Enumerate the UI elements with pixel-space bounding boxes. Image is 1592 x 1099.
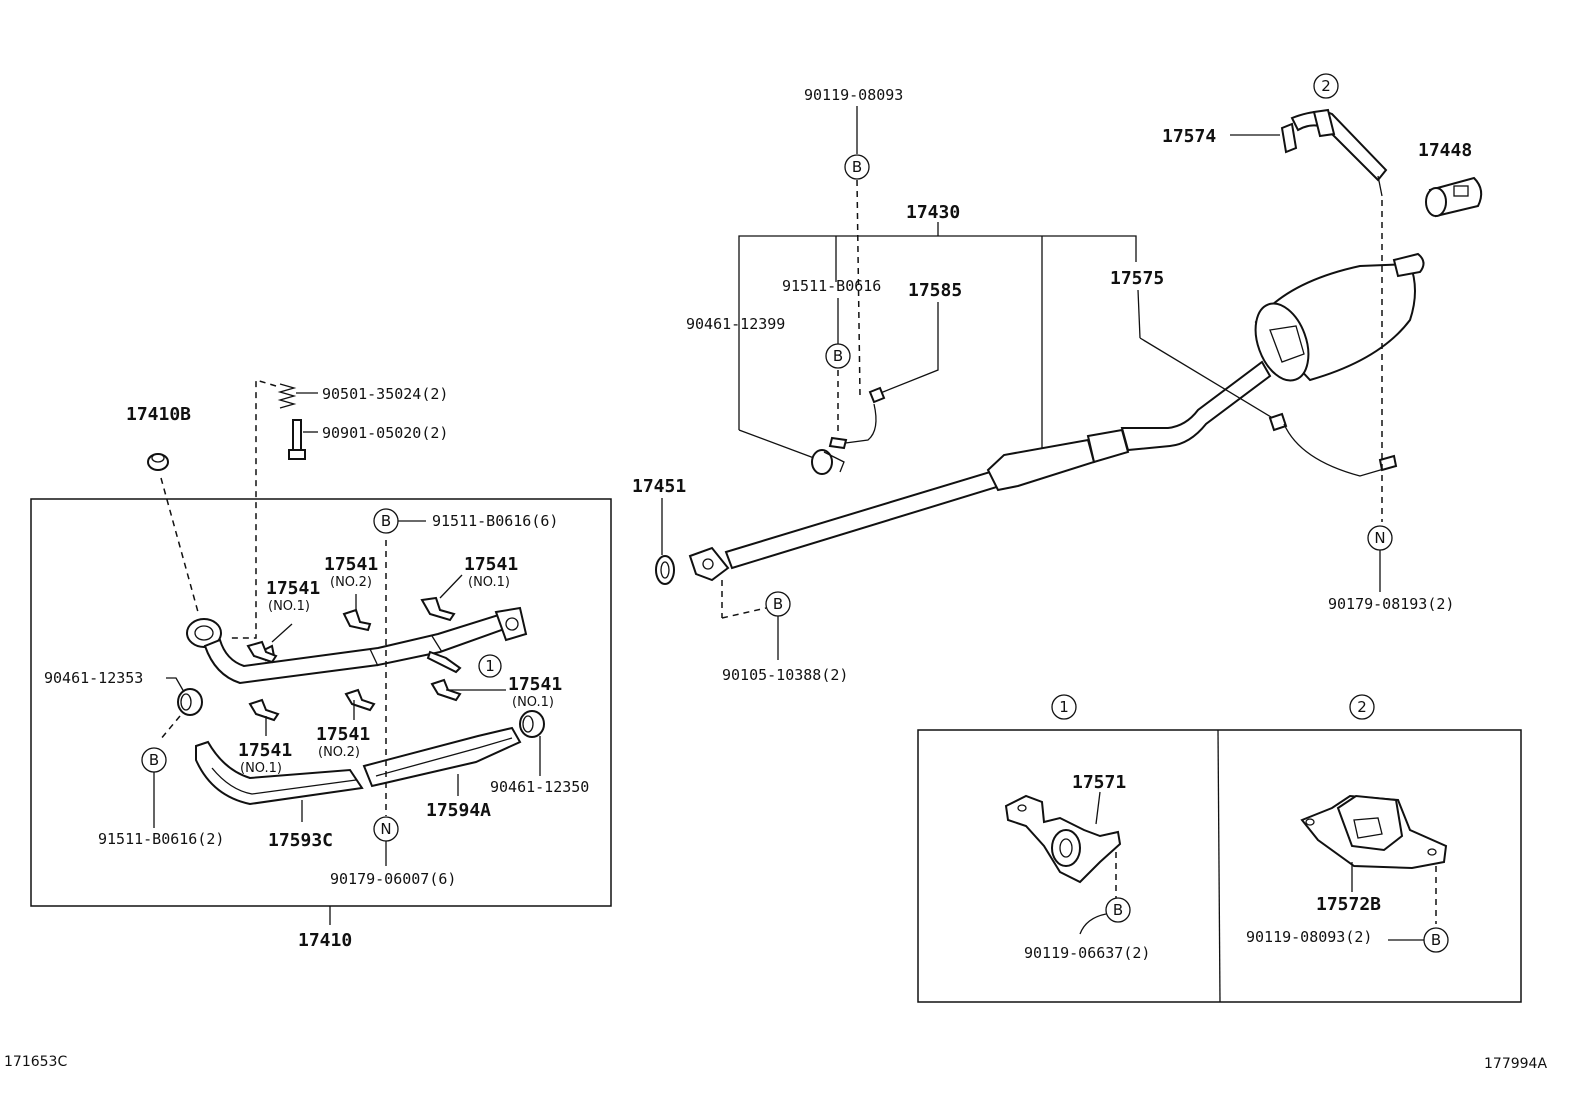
label-17451: 17451	[632, 476, 686, 497]
svg-text:B: B	[1431, 931, 1441, 949]
label-17541-no1-bot: 17541	[238, 740, 292, 761]
hanger-17585	[828, 302, 939, 450]
svg-text:2: 2	[1357, 698, 1367, 716]
hanger-17574	[1280, 108, 1388, 197]
label-90179-06007: 90179-06007(6)	[330, 870, 456, 888]
label-17541-no1-right: 17541	[508, 674, 562, 695]
marker-1-left: 1	[478, 654, 502, 678]
label-17585: 17585	[908, 280, 962, 301]
label-90119-08093: 90119-08093	[804, 86, 903, 104]
label-17541-no1-left: 17541	[266, 578, 320, 599]
svg-text:1: 1	[485, 657, 495, 675]
label-90461-12350: 90461-12350	[490, 778, 589, 796]
label-17410: 17410	[298, 930, 352, 951]
label-17541-no1-top: 17541	[464, 554, 518, 575]
label-91511-b0616: 91511-B0616	[782, 277, 881, 295]
label-17571: 17571	[1072, 772, 1126, 793]
svg-text:2: 2	[1321, 77, 1331, 95]
label-17594a: 17594A	[426, 800, 491, 821]
label-17410b: 17410B	[126, 404, 191, 425]
label-17541-no1-top-sub: (NO.1)	[468, 575, 510, 590]
label-90501: 90501-35024(2)	[322, 385, 448, 403]
clamp-90461-12350	[519, 710, 545, 738]
svg-text:B: B	[1113, 901, 1123, 919]
label-17541-no1-bot-sub: (NO.1)	[240, 761, 282, 776]
svg-text:B: B	[773, 595, 783, 613]
gasket-17451	[655, 555, 675, 585]
label-17541-no2-top: 17541	[324, 554, 378, 575]
corner-code-left: 171653C	[4, 1054, 67, 1070]
bracket-17571	[1004, 794, 1122, 884]
label-90105-10388: 90105-10388(2)	[722, 666, 848, 684]
svg-text:N: N	[380, 820, 391, 838]
label-17541-no2-top-sub: (NO.2)	[330, 575, 372, 590]
gasket-90461-12399	[811, 449, 845, 475]
svg-text:N: N	[1374, 529, 1385, 547]
front-pipe-assembly-box	[30, 498, 612, 907]
marker-b-upper: B	[844, 154, 870, 180]
label-90119-06637: 90119-06637(2)	[1024, 944, 1150, 962]
label-17541-no2-bot: 17541	[316, 724, 370, 745]
marker-n-left: N	[373, 816, 399, 842]
center-exhaust-pipe	[688, 360, 1272, 582]
gasket-90461-12353	[177, 688, 203, 716]
marker-b-mid: B	[825, 343, 851, 369]
svg-text:B: B	[381, 512, 391, 530]
heat-insulator-17593c	[195, 740, 364, 806]
marker-2-detail: 2	[1349, 694, 1375, 720]
gasket-17410b	[147, 453, 169, 471]
marker-b-left: B	[141, 747, 167, 773]
label-17572b: 17572B	[1316, 894, 1381, 915]
heat-insulator-17594a	[362, 726, 522, 788]
muffler	[1254, 252, 1425, 382]
svg-text:B: B	[149, 751, 159, 769]
label-17575: 17575	[1110, 268, 1164, 289]
label-17541-no1-left-sub: (NO.1)	[268, 599, 310, 614]
label-17430: 17430	[906, 202, 960, 223]
label-17593c: 17593C	[268, 830, 333, 851]
label-17541-no1-right-sub: (NO.1)	[512, 695, 554, 710]
bracket-clips	[246, 596, 462, 722]
label-90119-08093-2: 90119-08093(2)	[1246, 928, 1372, 946]
mount-17572b	[1300, 794, 1448, 870]
label-90179-08193: 90179-08193(2)	[1328, 595, 1454, 613]
label-90461-12399: 90461-12399	[686, 315, 785, 333]
marker-b-detail2: B	[1423, 927, 1449, 953]
label-90901: 90901-05020(2)	[322, 424, 448, 442]
label-90461-12353: 90461-12353	[44, 669, 143, 687]
hanger-17575	[1268, 412, 1398, 477]
corner-code-right: 177994A	[1484, 1056, 1547, 1072]
label-17574: 17574	[1162, 126, 1216, 147]
marker-b-top: B	[373, 508, 399, 534]
marker-2-top: 2	[1313, 73, 1339, 99]
label-91511-2: 91511-B0616(2)	[98, 830, 224, 848]
svg-text:1: 1	[1059, 698, 1069, 716]
tail-pipe-17448	[1425, 176, 1483, 218]
marker-n-right: N	[1367, 525, 1393, 551]
spring-bolt	[277, 383, 306, 460]
label-17541-no2-bot-sub: (NO.2)	[318, 745, 360, 760]
marker-b-flange: B	[765, 591, 791, 617]
marker-b-detail1: B	[1105, 897, 1131, 923]
marker-1-detail: 1	[1051, 694, 1077, 720]
svg-text:B: B	[852, 158, 862, 176]
label-91511-6: 91511-B0616(6)	[432, 512, 558, 530]
label-17448: 17448	[1418, 140, 1472, 161]
svg-text:B: B	[833, 347, 843, 365]
